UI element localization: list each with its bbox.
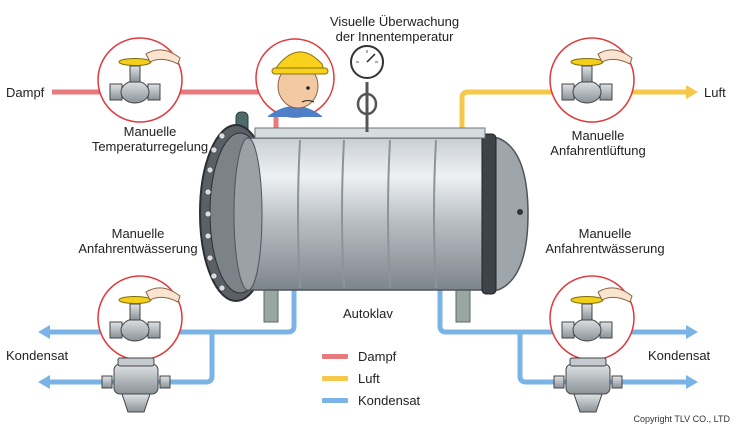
air-pipe bbox=[459, 85, 698, 165]
condensate-arrow-left-upper-icon bbox=[38, 325, 50, 339]
legend-item-condensate: Kondensat bbox=[322, 389, 420, 411]
manual-drain-right-line1: Manuelle bbox=[578, 226, 632, 241]
condensate-right-label: Kondensat bbox=[648, 348, 711, 363]
manual-drain-right-line2: Anfahrentwässerung bbox=[545, 241, 665, 256]
legend-label-steam: Dampf bbox=[358, 348, 397, 364]
legend-label-air: Luft bbox=[358, 370, 380, 386]
globe-valve-drain-left-icon bbox=[109, 287, 181, 342]
operator-circle bbox=[255, 38, 335, 118]
manual-drain-left-label: Manuelle Anfahrentwässerung bbox=[68, 226, 208, 256]
manual-vent-line2: Anfahrentlüftung bbox=[550, 143, 646, 158]
visual-monitoring-line1: Visuelle Überwachung bbox=[330, 14, 460, 29]
manual-drain-left-line2: Anfahrentwässerung bbox=[78, 241, 198, 256]
condensate-arrow-right-lower-icon bbox=[686, 375, 698, 389]
globe-valve-drain-right-icon bbox=[561, 287, 633, 342]
manual-vent-line1: Manuelle bbox=[571, 128, 625, 143]
manual-temp-line2: Temperaturregelung bbox=[91, 139, 209, 154]
steam-inlet-label: Dampf bbox=[6, 85, 45, 100]
globe-valve-steam-icon bbox=[109, 49, 181, 104]
condensate-arrow-right-upper-icon bbox=[686, 325, 698, 339]
legend-label-condensate: Kondensat bbox=[358, 392, 421, 408]
legend-swatch-air bbox=[322, 375, 348, 381]
condensate-pipe-left bbox=[48, 290, 297, 385]
operator-icon bbox=[268, 51, 329, 117]
manual-vent-label: Manuelle Anfahrentlüftung bbox=[528, 128, 668, 158]
legend-swatch-steam bbox=[322, 353, 348, 359]
copyright-text: Copyright TLV CO., LTD bbox=[633, 414, 730, 424]
manual-temp-line1: Manuelle bbox=[123, 124, 177, 139]
manual-drain-left-line1: Manuelle bbox=[111, 226, 165, 241]
air-outlet-label: Luft bbox=[704, 85, 726, 100]
legend: Dampf Luft Kondensat bbox=[322, 345, 420, 411]
legend-item-air: Luft bbox=[322, 367, 420, 389]
steam-trap-right-icon bbox=[553, 357, 623, 413]
autoclave-label: Autoklav bbox=[343, 306, 393, 321]
pressure-gauge-icon bbox=[350, 45, 384, 132]
globe-valve-air-icon bbox=[561, 49, 633, 104]
manual-drain-right-label: Manuelle Anfahrentwässerung bbox=[535, 226, 675, 256]
air-arrow-icon bbox=[686, 85, 698, 99]
condensate-left-label: Kondensat bbox=[6, 348, 69, 363]
condensate-arrow-left-lower-icon bbox=[38, 375, 50, 389]
visual-monitoring-line2: der Innentemperatur bbox=[335, 29, 454, 44]
autoclave-vessel bbox=[199, 111, 529, 323]
condensate-pipe-right bbox=[437, 290, 688, 385]
legend-swatch-condensate bbox=[322, 397, 348, 403]
legend-item-steam: Dampf bbox=[322, 345, 420, 367]
visual-monitoring-label: Visuelle Überwachung der Innentemperatur bbox=[330, 14, 459, 44]
manual-temp-label: Manuelle Temperaturregelung bbox=[80, 124, 220, 154]
steam-trap-left-icon bbox=[101, 357, 171, 413]
